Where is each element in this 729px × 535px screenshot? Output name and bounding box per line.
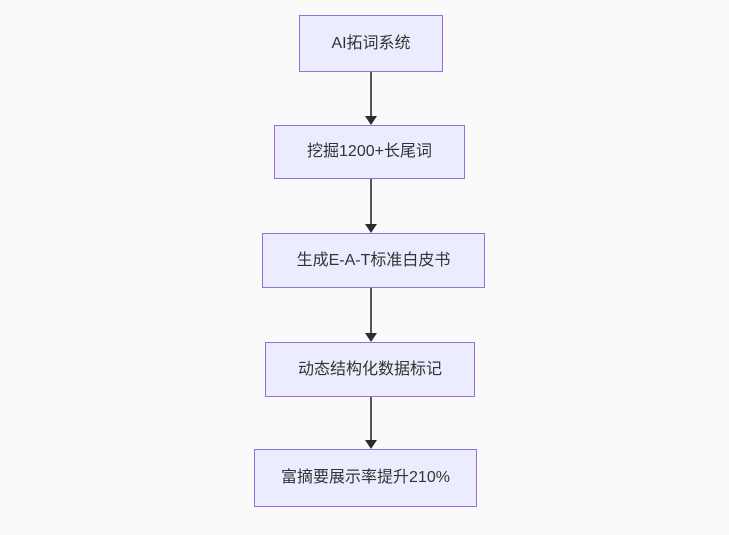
edge-line xyxy=(370,288,372,334)
edge-line xyxy=(370,397,372,441)
flow-node-ai-word-expansion: AI拓词系统 xyxy=(299,15,443,72)
flow-node-structured-data-markup: 动态结构化数据标记 xyxy=(265,342,475,397)
arrowhead-down-icon xyxy=(365,440,377,449)
edge-line xyxy=(370,72,372,117)
flow-node-label: 挖掘1200+长尾词 xyxy=(307,143,432,160)
flow-node-label: AI拓词系统 xyxy=(331,34,411,52)
arrowhead-down-icon xyxy=(365,333,377,342)
edge-line xyxy=(370,179,372,225)
arrowhead-down-icon xyxy=(365,224,377,233)
arrowhead-down-icon xyxy=(365,116,377,125)
flow-node-label: 生成E-A-T标准白皮书 xyxy=(296,251,451,269)
flow-edge-2 xyxy=(365,179,377,233)
flow-node-rich-snippet-uplift: 富摘要展示率提升210% xyxy=(254,449,477,507)
flow-node-label: 富摘要展示率提升210% xyxy=(281,469,450,486)
flow-edge-4 xyxy=(365,397,377,449)
flow-edge-3 xyxy=(365,288,377,342)
flow-node-eat-whitepaper: 生成E-A-T标准白皮书 xyxy=(262,233,485,288)
flow-node-longtail-mining: 挖掘1200+长尾词 xyxy=(274,125,465,179)
flow-edge-1 xyxy=(365,72,377,125)
flow-node-label: 动态结构化数据标记 xyxy=(297,360,442,378)
